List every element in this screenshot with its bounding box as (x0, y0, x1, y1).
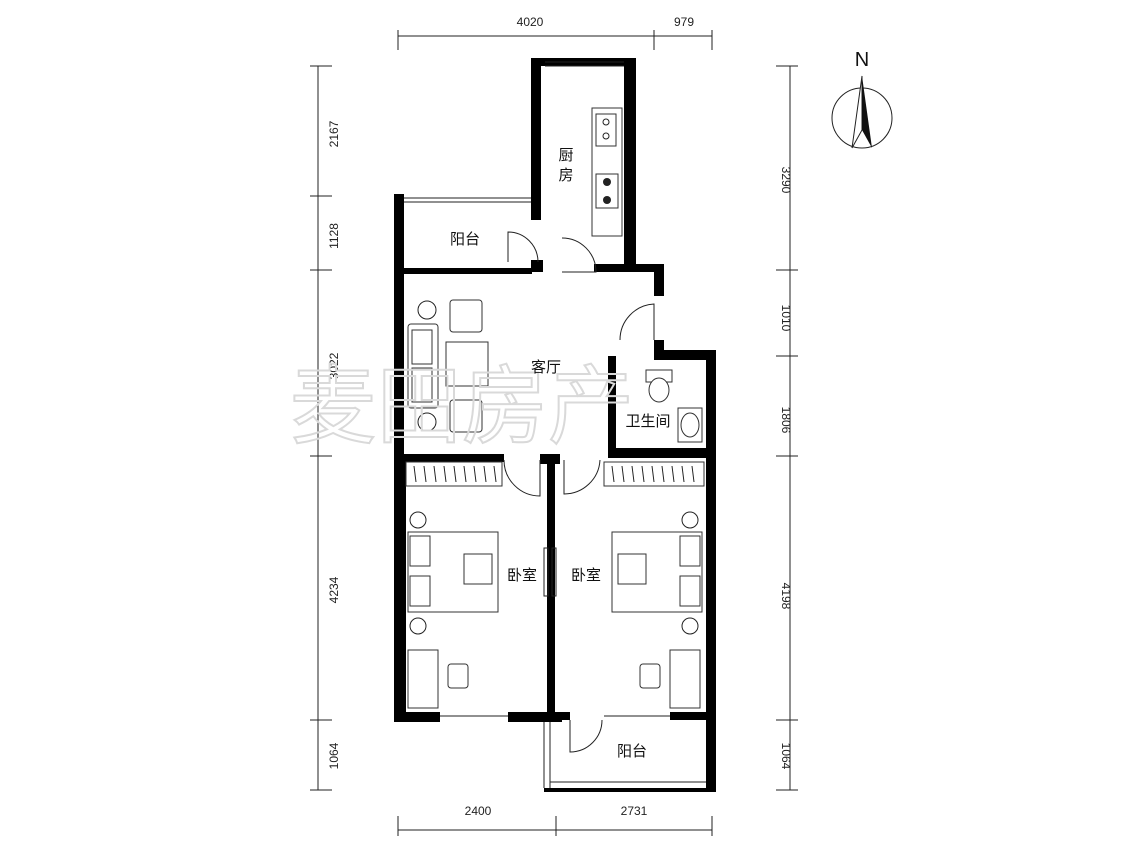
wardrobe-left (405, 461, 503, 487)
sofa-set (407, 299, 489, 433)
dim-right-2: 1010 (779, 305, 793, 332)
bed-right (611, 511, 703, 635)
desk-right (639, 649, 701, 709)
dim-left-5: 1064 (327, 742, 341, 769)
dim-right-5: 1064 (779, 743, 793, 770)
dim-left-4: 4234 (327, 576, 341, 603)
watermark: 麦田房产 (290, 357, 634, 457)
walls (394, 58, 716, 792)
windows (404, 61, 706, 788)
room-label-balcony-bottom: 阳台 (617, 742, 647, 760)
kitchen-counter (591, 107, 623, 237)
bed-left (407, 511, 499, 635)
doors (503, 231, 655, 753)
dim-left-2: 1128 (327, 223, 341, 249)
room-label-living: 客厅 (531, 358, 561, 376)
room-label-bedroom-right: 卧室 (571, 566, 601, 584)
room-label-bedroom-left: 卧室 (507, 566, 537, 584)
stove-icon (595, 173, 619, 209)
wardrobe-right (603, 461, 705, 487)
toilet-icon (645, 369, 673, 403)
dim-top-1: 4020 (517, 15, 544, 29)
dimension-lines (310, 30, 798, 836)
dim-bottom-2: 2731 (621, 804, 648, 818)
dim-right-1: 3290 (779, 167, 793, 194)
room-label-balcony-top: 阳台 (450, 230, 480, 248)
dim-right-4: 4198 (779, 583, 793, 610)
dim-left-1: 2167 (327, 120, 341, 147)
desk-left (407, 649, 469, 709)
dim-top-2: 979 (674, 15, 694, 29)
room-label-kitchen-1: 厨 (558, 146, 573, 164)
dim-left-3: 3022 (327, 352, 341, 379)
dim-right-3: 1806 (779, 407, 793, 434)
washbasin-icon (677, 407, 703, 443)
north-arrow-icon (831, 75, 893, 149)
room-label-bathroom: 卫生间 (625, 412, 670, 430)
room-label-kitchen-2: 房 (558, 166, 573, 184)
dim-bottom-1: 2400 (465, 804, 492, 818)
compass-label: N (855, 49, 869, 71)
